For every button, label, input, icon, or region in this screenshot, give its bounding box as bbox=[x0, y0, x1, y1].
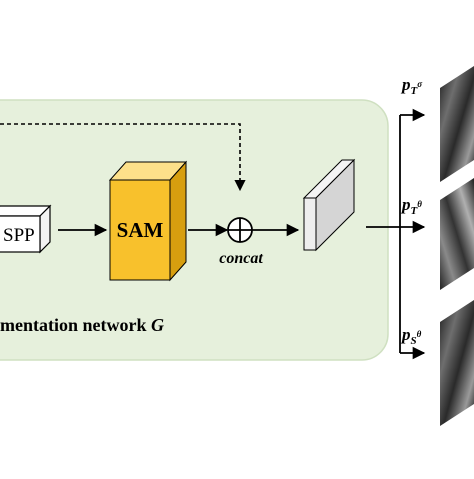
output-branches bbox=[366, 108, 426, 360]
skip-connection-dashed-arrow bbox=[0, 123, 246, 192]
concat-operator bbox=[227, 217, 253, 243]
spp-block: SPP bbox=[0, 204, 52, 254]
output-image-1 bbox=[440, 66, 474, 182]
output-label-2: pTθ bbox=[400, 195, 422, 217]
output-label-3: pSθ bbox=[400, 325, 422, 347]
sam-label: SAM bbox=[117, 218, 164, 242]
output-label-1: pTσ bbox=[400, 75, 423, 97]
output-image-2 bbox=[440, 178, 474, 290]
sam-block: SAM bbox=[108, 160, 188, 282]
feature-map-block bbox=[302, 158, 356, 252]
concat-label: concat bbox=[219, 250, 263, 267]
region-caption-symbol: G bbox=[151, 315, 164, 335]
region-caption-text: mentation network bbox=[0, 315, 147, 335]
spp-label: SPP bbox=[3, 225, 35, 246]
region-caption: mentation network G bbox=[0, 315, 164, 335]
output-image-3 bbox=[440, 300, 474, 426]
